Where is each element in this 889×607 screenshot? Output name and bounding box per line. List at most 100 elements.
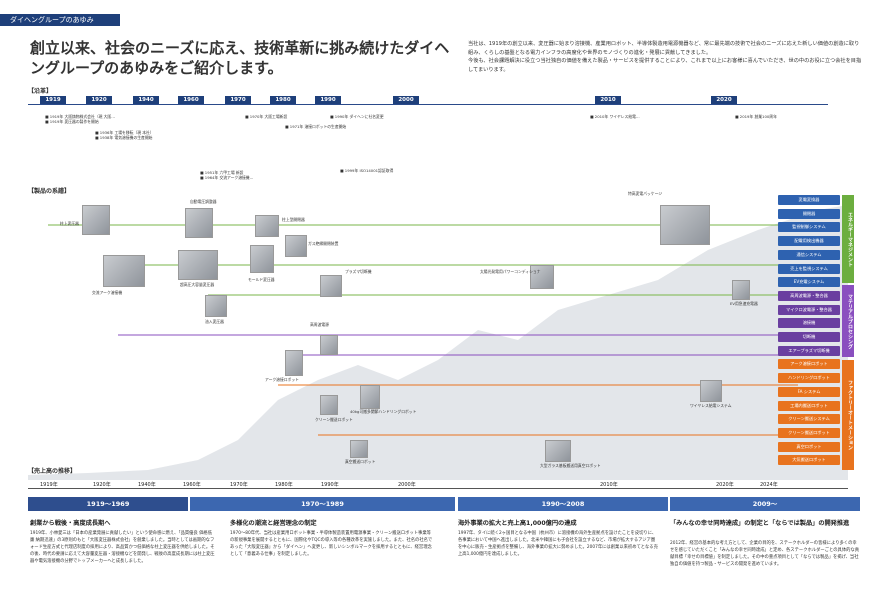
photo-label-2: 自動電圧調整器 [190, 199, 217, 204]
photo-label-18: EV用急速充電器 [730, 301, 758, 306]
product-pill: 溶接機 [778, 318, 840, 329]
col4-title: 「みんなの幸せ同時達成」の制定と「ならでは製品」の開発推進 [670, 520, 850, 527]
photo-label-13: クリーン搬送ロボット [315, 417, 353, 422]
band-energy: エネルギーマネジメント [842, 195, 854, 283]
product-pill: 開閉器 [778, 208, 840, 219]
product-pill: 配電用検出機器 [778, 236, 840, 247]
photo-label-12: アーク溶接ロボット [265, 377, 299, 382]
year-tab-1960: 1960 [178, 96, 204, 105]
history-label: 【沿革】 [28, 88, 53, 95]
photo-label-7: ガス絶縁開閉装置 [308, 241, 339, 246]
gis-photo [285, 235, 307, 257]
axis-year: 1980年 [275, 482, 293, 488]
year-tab-1940: 1940 [133, 96, 159, 105]
col1-text: 1919年、小林愛三は「日本の産業発展に貢献したい」という使命感に燃え、「品質優… [30, 531, 215, 564]
year-tab-1990: 1990 [315, 96, 341, 105]
sales-label: 【売上高の推移】 [28, 468, 77, 475]
year-tab-1980: 1980 [270, 96, 296, 105]
photo-label-4: 油入変圧器 [205, 319, 224, 324]
hf-power-photo [320, 335, 338, 355]
handling-robot-photo [360, 385, 380, 409]
axis-year: 1940年 [138, 482, 156, 488]
photo-label-9: プラズマ切断機 [345, 269, 372, 274]
oil-transformer-photo [205, 295, 227, 317]
wireless-charge-photo [700, 380, 722, 402]
ev-charger-photo [732, 280, 750, 300]
voltage-regulator-photo [185, 208, 213, 238]
photo-label-14: 40kg可搬多関節ハンドリングロボット [350, 409, 417, 414]
year-tab-2000: 2000 [393, 96, 419, 105]
product-pill: 監視制御システム [778, 222, 840, 233]
event-1970: ■ 1970年 大阪工場新設 [245, 114, 288, 119]
axis-year: 1990年 [321, 482, 339, 488]
event-1990: ■ 1990年 ダイヘンに社名変更 [330, 114, 384, 119]
era-2: 1970〜1989 [190, 497, 455, 511]
event-1919: ■ 1919年 大阪鋳物株式会社（現 大阪… ■ 1919年 変圧器の製作を開始 [45, 114, 116, 125]
photo-label-5: モールド変圧器 [248, 277, 275, 282]
year-tab-1920: 1920 [86, 96, 112, 105]
photo-label-6: 柱上型開閉器 [282, 217, 305, 222]
product-pill: FA システム [778, 386, 840, 397]
product-pill: 真空ロボット [778, 441, 840, 452]
product-pill: アーク溶接ロボット [778, 359, 840, 370]
col3-title: 海外事業の拡大と売上高1,000億円の達成 [458, 520, 577, 527]
section-tag: ダイヘングループのあゆみ [0, 14, 120, 26]
year-tab-1970: 1970 [225, 96, 251, 105]
year-tab-2020: 2020 [711, 96, 737, 105]
product-pill: クリーン搬送ロボット [778, 427, 840, 438]
photo-label-21: 特高変電パッケージ [628, 191, 663, 196]
era-3: 1990〜2008 [458, 497, 668, 511]
photo-label-10: 高周波電源 [310, 322, 329, 327]
glass-vacuum-robot-photo [545, 440, 571, 462]
pv-inverter-photo [530, 265, 554, 289]
axis-year: 2024年 [760, 482, 778, 488]
photo-label-19: ワイヤレス給電システム [690, 403, 732, 408]
event-1999: ■ 1999年 ISO14001認証取得 [340, 168, 394, 173]
year-tab-2010: 2010 [595, 96, 621, 105]
intro-text: 当社は、1919年の創立以来、変圧器に始まり溶接機、産業用ロボット、半導体製造用… [468, 41, 862, 73]
sales-area-chart [28, 205, 848, 480]
product-pill: 高周波電源・整合器 [778, 290, 840, 301]
vacuum-robot-photo [350, 440, 368, 458]
ac-arc-welder-photo [103, 255, 145, 287]
photo-label-3: 超高圧大容量変圧器 [180, 282, 215, 287]
col2-text: 1970〜80年代、当社は産業用ロボット事業・半導体製造装置用電源事業・クリーン… [230, 531, 433, 557]
products-label: 【製品の系譜】 [28, 188, 71, 195]
page-headline: 創立以来、社会のニーズに応え、技術革新に挑み続けたダイヘングループのあゆみをご紹… [30, 39, 450, 77]
axis-year: 2020年 [716, 482, 734, 488]
plasma-cutter-photo [320, 275, 342, 297]
photo-label-15: 真空搬送ロボット [345, 459, 376, 464]
product-pill: 切断機 [778, 332, 840, 342]
event-1951: ■ 1951年 六甲工場 新設 ■ 1964年 交流アーク溶接機… [200, 170, 254, 181]
clean-robot-photo [320, 395, 338, 415]
band-material: マテリアルプロセシング [842, 285, 854, 357]
product-pill: クリーン搬送システム [778, 414, 840, 425]
photo-label-16: 大型ガラス基板搬送用真空ロボット [540, 463, 601, 468]
col1-title: 創業から戦後・高度成長期へ [30, 520, 111, 527]
band-fa: ファクトリーオートメーション [842, 360, 854, 470]
axis-year: 1960年 [183, 482, 201, 488]
event-1936: ■ 1936年 工場を移転（現 本社） ■ 1938年 電気溶接機の生産開始 [95, 130, 154, 141]
axis-year: 2000年 [398, 482, 416, 488]
substation-package-photo [660, 205, 710, 245]
axis-year: 1920年 [93, 482, 111, 488]
pole-transformer-photo [82, 205, 110, 235]
event-2019: ■ 2019年 創業100周年 [735, 114, 777, 119]
product-pill: 売上を監視システム [778, 263, 840, 274]
event-1971: ■ 1971年 溶接ロボットの生産開始 [285, 124, 347, 129]
product-pill: ハンドリングロボット [778, 373, 840, 384]
product-pill: 通信システム [778, 249, 840, 260]
photo-label-17: 太陽光発電用パワーコンディショナ [480, 269, 541, 274]
arc-robot-photo [285, 350, 303, 376]
product-pill: 工場内搬送ロボット [778, 400, 840, 411]
era-4: 2009〜 [670, 497, 860, 511]
col4-text: 2012年、経営の基本的な考え方として、企業の目的を、ステークホルダーの皆様によ… [670, 541, 860, 567]
product-pill: 変電変換器 [778, 195, 840, 205]
product-pill: 大気搬送ロボット [778, 455, 840, 466]
pole-switch-photo [255, 215, 279, 237]
col3-text: 1997年、タイに続く2ヶ国目となる中国（杭州市）に溶接機の海外生産拠点を設けた… [458, 531, 658, 557]
axis-year: 1919年 [40, 482, 58, 488]
year-tab-1919: 1919 [40, 96, 66, 105]
axis-year: 2010年 [600, 482, 618, 488]
product-pill: エアープラズマ切断機 [778, 345, 840, 356]
